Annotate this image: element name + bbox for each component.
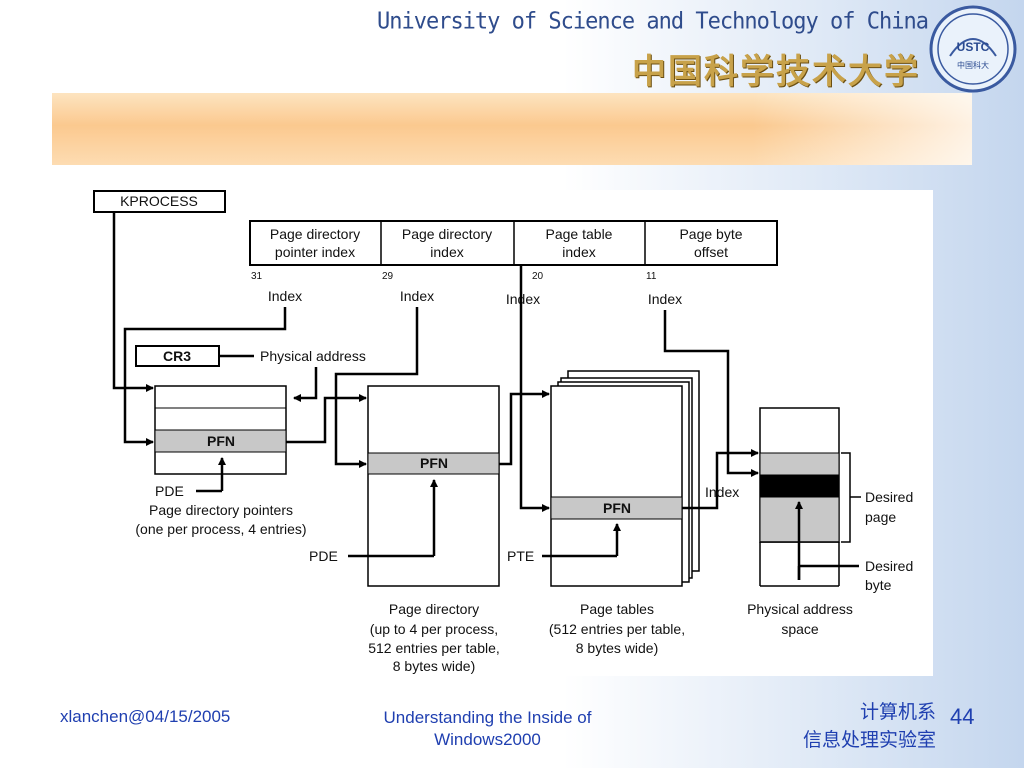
logo-text: USTC — [957, 40, 990, 54]
footer-dept-line2: 信息处理实验室 — [802, 730, 936, 751]
footer-course-title: Understanding the Inside of Windows2000 — [345, 707, 630, 751]
field-pd-line1: Page directory — [402, 226, 492, 242]
kprocess-box — [93, 190, 226, 213]
index-label-pd: Index — [400, 288, 434, 304]
footer-department: 计算机系 信息处理实验室 — [803, 699, 936, 755]
field-pdpt-line2: pointer index — [275, 244, 355, 260]
title-band — [52, 93, 972, 165]
desired-byte-line2: byte — [865, 577, 892, 593]
field-pt-line1: Page table — [546, 226, 613, 242]
tables-caption-line2: (512 entries per table, — [549, 621, 685, 637]
physical-caption-line2: space — [781, 621, 819, 637]
pde-label-pointers: PDE — [155, 483, 184, 499]
physical-address-label: Physical address — [260, 348, 366, 364]
field-pdpt-line1: Page directory — [270, 226, 360, 242]
address-translation-diagram: KPROCESS Page directory pointer index Pa… — [93, 190, 913, 674]
desired-page-line1: Desired — [865, 489, 913, 505]
university-name-chinese: 中国科学技术大学 — [632, 52, 920, 92]
page-number: 44 — [950, 704, 975, 729]
pointers-caption-line1: Page directory pointers — [149, 502, 293, 518]
pde-label-directory: PDE — [309, 548, 338, 564]
diagram-panel: KPROCESS Page directory pointer index Pa… — [93, 190, 933, 676]
physical-caption-line1: Physical address — [747, 601, 853, 617]
directory-caption-line1: Page directory — [389, 601, 479, 617]
page-tables-stack: PFN — [550, 370, 700, 587]
desired-page-line2: page — [865, 509, 896, 525]
field-pd-line2: index — [430, 244, 463, 260]
university-logo: USTC 中国科大 — [929, 5, 1017, 93]
index-label-physical: Index — [705, 484, 739, 500]
footer-author-date: xlanchen@04/15/2005 — [60, 707, 231, 726]
desired-byte-line1: Desired — [865, 558, 913, 574]
footer-dept-line1: 计算机系 — [859, 702, 936, 723]
index-label-offset: Index — [648, 291, 682, 307]
directory-caption-line4: 8 bytes wide) — [393, 658, 475, 674]
index-label-pdpt: Index — [268, 288, 302, 304]
directory-caption-line3: 512 entries per table, — [368, 640, 500, 656]
pte-label: PTE — [507, 548, 534, 564]
footer-title-line2: Windows2000 — [434, 730, 541, 749]
virtual-address-fields: Page directory pointer index Page direct… — [249, 220, 778, 307]
kprocess-label: KPROCESS — [120, 193, 198, 209]
pfn-label-directory: PFN — [420, 455, 448, 471]
field-offset-line1: Page byte — [679, 226, 742, 242]
university-name-english: University of Science and Technology of … — [376, 8, 929, 35]
field-pt-line2: index — [562, 244, 595, 260]
footer-title-line1: Understanding the Inside of — [383, 708, 592, 727]
pfn-label-pointers: PFN — [207, 433, 235, 449]
pfn-label-tables: PFN — [603, 500, 631, 516]
bit-29: 29 — [382, 271, 394, 282]
index-label-pt: Index — [506, 291, 540, 307]
pointers-caption-line2: (one per process, 4 entries) — [135, 521, 306, 537]
logo-subtext: 中国科大 — [957, 60, 989, 70]
page-directory-pointers-table: PFN — [154, 385, 287, 475]
bit-31: 31 — [251, 271, 263, 282]
bit-20: 20 — [532, 271, 544, 282]
directory-caption-line2: (up to 4 per process, — [370, 621, 498, 637]
tables-caption-line1: Page tables — [580, 601, 654, 617]
tables-caption-line3: 8 bytes wide) — [576, 640, 658, 656]
bit-11: 11 — [646, 271, 657, 282]
cr3-label: CR3 — [163, 348, 191, 364]
field-offset-line2: offset — [694, 244, 728, 260]
